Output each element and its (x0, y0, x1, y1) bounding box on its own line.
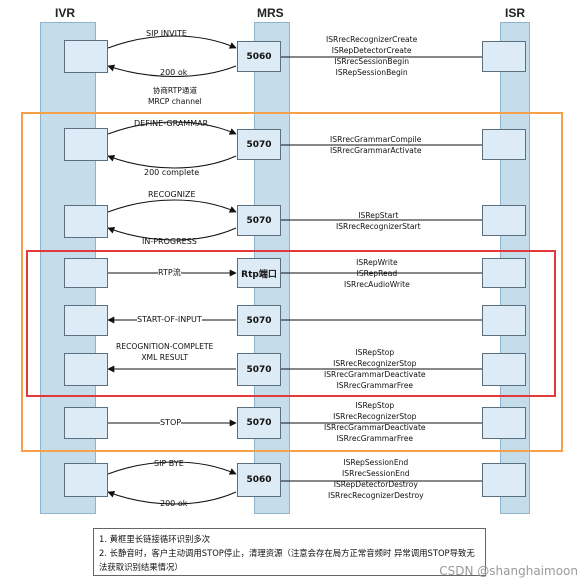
isr-call: ISRrecGrammarCompile (330, 135, 422, 144)
recognition-frame (26, 250, 556, 397)
isr-box-recognize (482, 205, 526, 236)
isr-call: ISRepStart (358, 211, 399, 220)
rtp-stream-label: RTP流 (158, 267, 181, 278)
isr-calls-rtp-stream: ISRepWrite ISRepRead ISRrecAudioWrite (344, 257, 410, 290)
isr-call: ISRrecRecognizerStart (336, 222, 421, 231)
rtp-channel-note-line-2: MRCP channel (148, 97, 202, 106)
define-grammar-response-label: 200 complete (144, 168, 200, 177)
sip-invite-200ok-arrow (107, 64, 237, 77)
isr-box-stop (482, 407, 526, 439)
isr-calls-recognition-complete: ISRepStop ISRrecRecognizerStop ISRrecGra… (324, 347, 426, 391)
isr-call: ISRrecAudioWrite (344, 280, 410, 289)
ivr-lane-title: IVR (55, 6, 76, 20)
isr-call: ISRepDetectorDestroy (333, 480, 418, 489)
mrs-port-stop: 5070 (237, 407, 281, 439)
notes-box: 1. 黄框里长链接循环识别多次 2. 长静音时，客户主动调用STOP停止，清理资… (93, 528, 486, 576)
mrs-port-sip-invite: 5060 (237, 41, 281, 72)
isr-call: ISRepDetectorCreate (331, 46, 412, 55)
ivr-box-stop (64, 407, 108, 439)
stop-label: STOP (160, 417, 182, 428)
watermark: CSDN @shanghaimoon (439, 564, 578, 578)
isr-calls-sip-invite: ISRrecRecognizerCreate ISRepDetectorCrea… (326, 34, 417, 78)
mrs-port-recognition-complete: 5070 (237, 353, 281, 386)
isr-calls-define-grammar: ISRrecGrammarCompile ISRrecGrammarActiva… (330, 134, 422, 156)
isr-calls-recognize: ISRepStart ISRrecRecognizerStart (336, 210, 421, 232)
mrs-port-recognize: 5070 (237, 205, 281, 236)
rtp-channel-note-line-1: 协商RTP通道 (152, 86, 198, 95)
isr-call: ISRepWrite (356, 258, 398, 267)
mrs-lane-title: MRS (257, 6, 284, 20)
sip-bye-label: SIP BYE (154, 459, 184, 468)
sip-invite-200ok-label: 200 ok (160, 68, 188, 77)
isr-call: ISRepSessionEnd (343, 458, 409, 467)
mrs-port-rtp: Rtp端口 (237, 258, 281, 288)
isr-call: ISRrecRecognizerStop (333, 359, 417, 368)
recognition-complete-label: RECOGNITION-COMPLETE XML RESULT (116, 341, 213, 363)
isr-box-recognition-complete (482, 353, 526, 386)
isr-call: ISRrecRecognizerDestroy (328, 491, 424, 500)
isr-call: ISRepSessionBegin (335, 68, 408, 77)
isr-call: ISRepStop (355, 348, 395, 357)
isr-call: ISRepStop (355, 401, 395, 410)
isr-call: ISRrecSessionEnd (342, 469, 410, 478)
note-2: 2. 长静音时，客户主动调用STOP停止，清理资源（注意会存在局方正常音频时 异… (99, 548, 475, 572)
define-grammar-response-arrow (107, 154, 237, 169)
ivr-box-start-of-input (64, 305, 108, 336)
mrs-port-sip-bye: 5060 (237, 463, 281, 497)
long-connection-loop-frame (21, 112, 563, 452)
sip-invite-arrow (107, 35, 237, 49)
recognize-response-label: IN-PROGRESS (142, 237, 197, 246)
isr-lane-title: ISR (505, 6, 526, 20)
sip-invite-label: SIP INVITE (146, 29, 187, 38)
rtp-channel-note: 协商RTP通道 MRCP channel (148, 85, 202, 107)
isr-call: ISRrecGrammarDeactivate (324, 370, 426, 379)
start-of-input-label: START-OF-INPUT (137, 314, 202, 325)
isr-box-sip-invite (482, 41, 526, 72)
isr-call: ISRrecRecognizerStop (333, 412, 417, 421)
isr-call: ISRrecGrammarDeactivate (324, 423, 426, 432)
note-1: 1. 黄框里长链接循环识别多次 (99, 534, 211, 544)
sip-bye-200ok-arrow (107, 490, 237, 505)
ivr-box-recognition-complete (64, 353, 108, 386)
ivr-box-sip-invite (64, 40, 108, 73)
mrs-port-start-of-input: 5070 (237, 305, 281, 336)
isr-call: ISRrecGrammarFree (336, 381, 414, 390)
isr-call: ISRrecRecognizerCreate (326, 35, 418, 44)
isr-box-define-grammar (482, 129, 526, 160)
isr-box-sip-bye (482, 463, 526, 497)
ivr-box-define-grammar (64, 128, 108, 161)
ivr-box-sip-bye (64, 463, 108, 497)
isr-calls-stop: ISRepStop ISRrecRecognizerStop ISRrecGra… (324, 400, 426, 444)
isr-call: ISRrecSessionBegin (334, 57, 410, 66)
isr-call: ISRrecGrammarActivate (330, 146, 422, 155)
isr-call: ISRepRead (356, 269, 398, 278)
mrs-port-define-grammar: 5070 (237, 129, 281, 160)
recognition-complete-label-line-1: RECOGNITION-COMPLETE (116, 342, 214, 351)
isr-call: ISRrecGrammarFree (336, 434, 414, 443)
recognition-complete-label-line-2: XML RESULT (141, 353, 188, 362)
sip-bye-arrow (107, 461, 237, 475)
recognize-arrow (107, 199, 237, 213)
ivr-box-rtp (64, 258, 108, 288)
define-grammar-label: DEFINE-GRAMMAR (134, 119, 209, 128)
isr-box-rtp (482, 258, 526, 288)
recognize-response-arrow (107, 226, 237, 241)
recognize-label: RECOGNIZE (148, 190, 196, 199)
isr-calls-sip-bye: ISRepSessionEnd ISRrecSessionEnd ISRepDe… (328, 457, 424, 501)
isr-box-start-of-input (482, 305, 526, 336)
sip-bye-200ok-label: 200 ok (160, 499, 188, 508)
ivr-box-recognize (64, 205, 108, 238)
define-grammar-arrow (107, 121, 237, 135)
